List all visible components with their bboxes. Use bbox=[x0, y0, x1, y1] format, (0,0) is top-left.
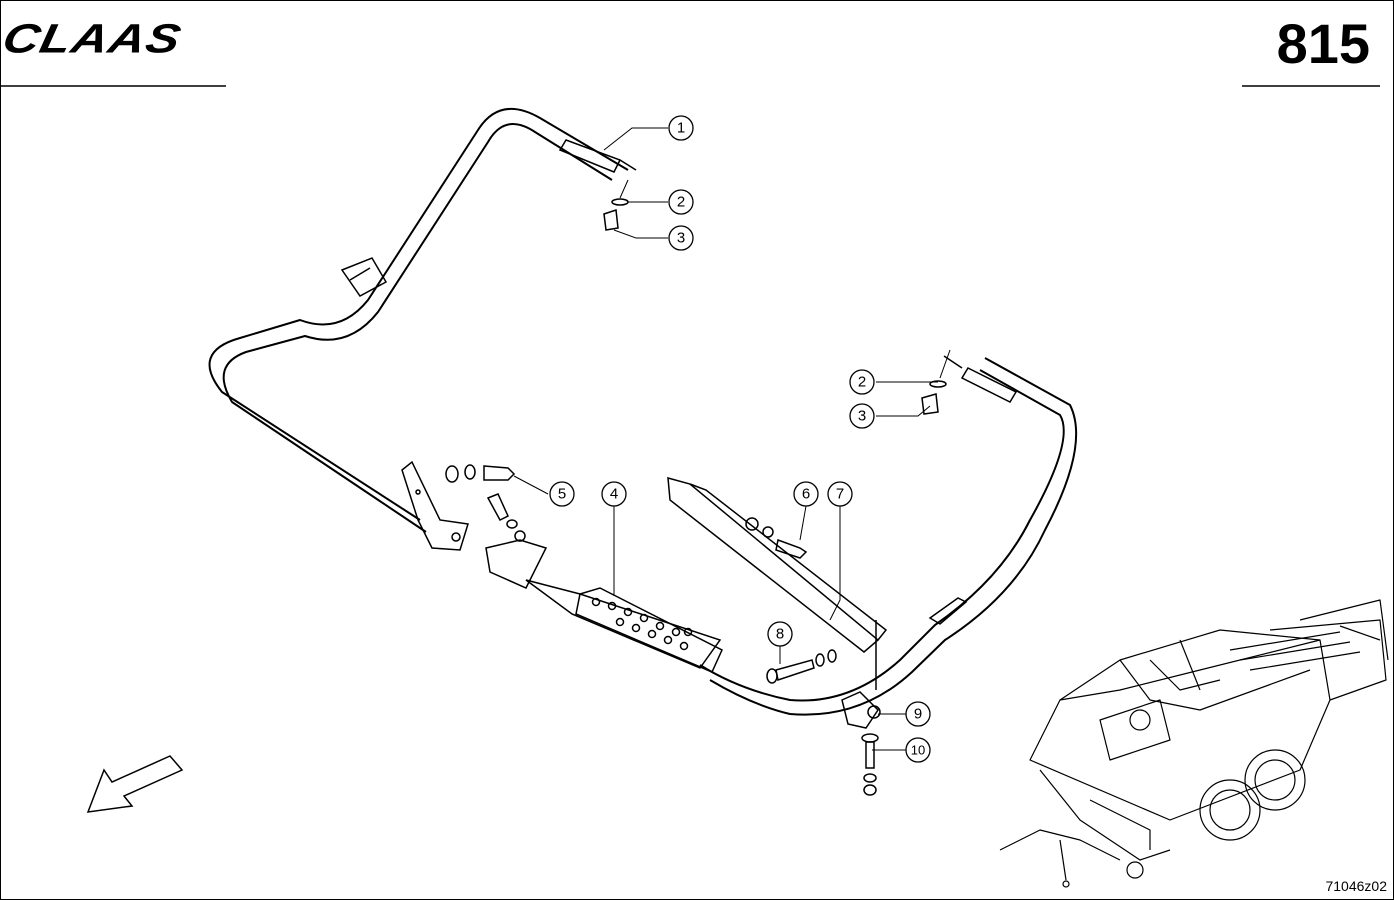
hardware-part6 bbox=[745, 517, 808, 559]
callout-circle bbox=[849, 403, 875, 429]
callout-label: 2 bbox=[858, 374, 866, 391]
rail-clamp bbox=[340, 257, 388, 297]
tube-end-part1 bbox=[558, 139, 637, 173]
fastener-part2-part3-right bbox=[921, 380, 947, 415]
callout-label: 7 bbox=[836, 486, 844, 503]
callout-label: 5 bbox=[558, 486, 566, 503]
callout-label: 3 bbox=[677, 230, 685, 247]
callouts bbox=[549, 115, 931, 763]
callout-circle bbox=[601, 481, 627, 507]
callout-circle bbox=[549, 481, 575, 507]
drawing-code: 71046z02 bbox=[1325, 878, 1387, 894]
bolt-part8 bbox=[766, 649, 837, 684]
arrow-down-left-icon bbox=[86, 755, 184, 813]
callout-circle bbox=[827, 481, 853, 507]
callout-circle bbox=[668, 189, 694, 215]
callout-label: 1 bbox=[677, 120, 685, 137]
callout-circle bbox=[793, 481, 819, 507]
mounting-bracket bbox=[401, 460, 469, 551]
callout-circle bbox=[767, 621, 793, 647]
screw-part10 bbox=[861, 733, 879, 796]
callout-label: 9 bbox=[914, 706, 922, 723]
callout-circle bbox=[905, 737, 931, 763]
hardware-part5 bbox=[445, 464, 526, 542]
callout-circle bbox=[849, 369, 875, 395]
leader-lines bbox=[513, 127, 951, 751]
fastener-part2-part3-left bbox=[603, 198, 629, 231]
callout-label: 8 bbox=[776, 626, 784, 643]
callout-label: 4 bbox=[610, 486, 618, 503]
callout-label: 10 bbox=[911, 743, 925, 758]
callout-circle bbox=[905, 701, 931, 727]
page-number: 815 bbox=[1276, 12, 1370, 75]
clamp-part9 bbox=[841, 691, 881, 729]
step-plate-part4 bbox=[485, 539, 723, 673]
tube-end-right bbox=[943, 355, 1018, 403]
handrail-tube bbox=[208, 108, 1078, 716]
callout-circle bbox=[668, 115, 694, 141]
callout-circle bbox=[668, 225, 694, 251]
baler-overview-sketch bbox=[999, 599, 1389, 888]
callout-label: 3 bbox=[858, 408, 866, 425]
callout-label: 2 bbox=[677, 194, 685, 211]
small-bracket-right bbox=[928, 597, 968, 625]
callout-label: 6 bbox=[802, 486, 810, 503]
support-bar-part7 bbox=[667, 476, 888, 690]
